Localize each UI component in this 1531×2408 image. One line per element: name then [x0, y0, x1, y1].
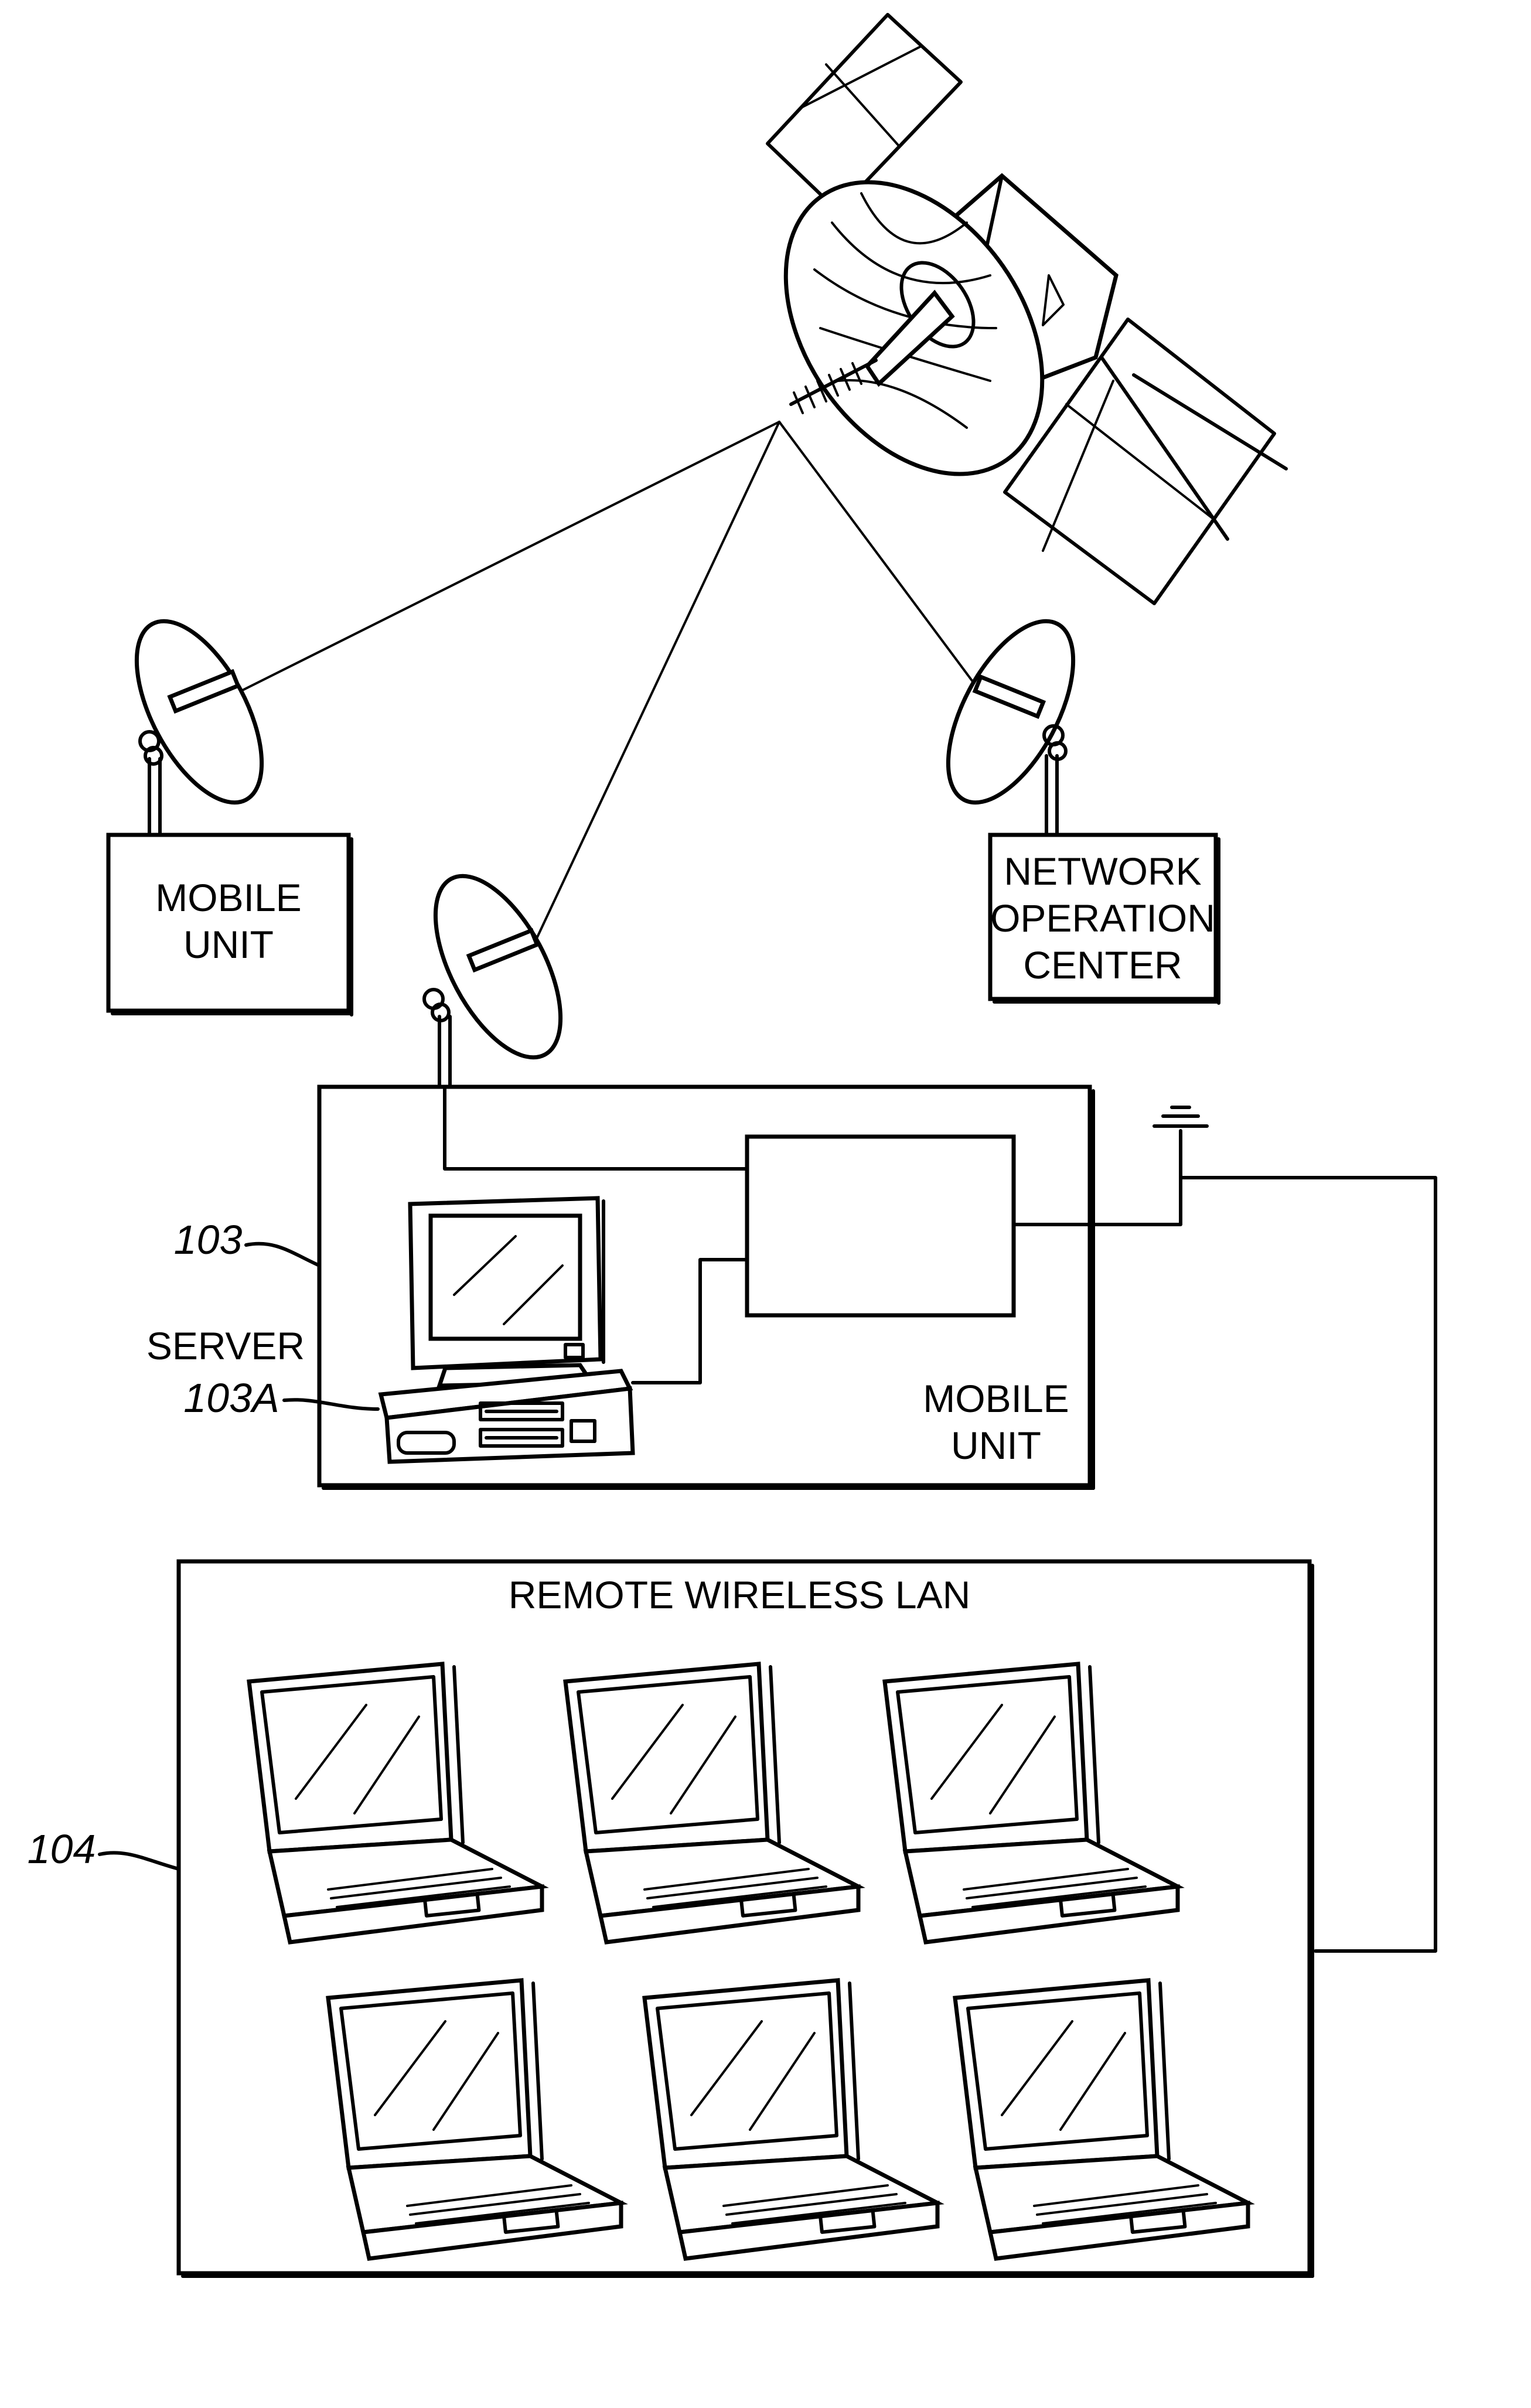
mobile-unit-label-line2: UNIT	[951, 1424, 1041, 1467]
dish-antenna-icon	[134, 619, 264, 837]
ref-label-103a: 103A	[183, 1375, 279, 1421]
noc-label-line2: OPERATION	[990, 896, 1215, 940]
mobile-unit-label-line2: UNIT	[183, 923, 274, 966]
server-computer-icon	[378, 1196, 635, 1464]
solar-panel-upper	[766, 13, 963, 213]
solar-panel-lower	[1003, 318, 1288, 605]
network-operation-center-box: NETWORK OPERATION CENTER	[988, 833, 1220, 1005]
satellite-icon	[766, 13, 1288, 605]
lan-label: REMOTE WIRELESS LAN	[509, 1573, 971, 1616]
server-label: SERVER	[146, 1324, 305, 1367]
mobile-unit-label-line1: MOBILE	[155, 876, 301, 919]
noc-label-line1: NETWORK	[1004, 850, 1201, 893]
signal-links	[227, 421, 986, 953]
wiring	[443, 1085, 1437, 1953]
leader-line	[244, 1241, 321, 1267]
leader-line	[282, 1398, 380, 1411]
ref-label-103: 103	[174, 1217, 243, 1263]
transceiver-box	[745, 1134, 1016, 1318]
mobile-unit-box-top: MOBILE UNIT	[106, 833, 353, 1017]
ref-label-104: 104	[28, 1826, 96, 1872]
ground-symbol-icon	[1152, 1106, 1209, 1128]
leader-line	[98, 1851, 180, 1871]
mobile-unit-label-line1: MOBILE	[923, 1377, 1069, 1420]
dish-antenna-icon	[946, 619, 1076, 837]
noc-label-line3: CENTER	[1023, 943, 1182, 987]
dish-antenna-icon	[422, 874, 563, 1089]
satellite-dish	[783, 180, 1045, 476]
